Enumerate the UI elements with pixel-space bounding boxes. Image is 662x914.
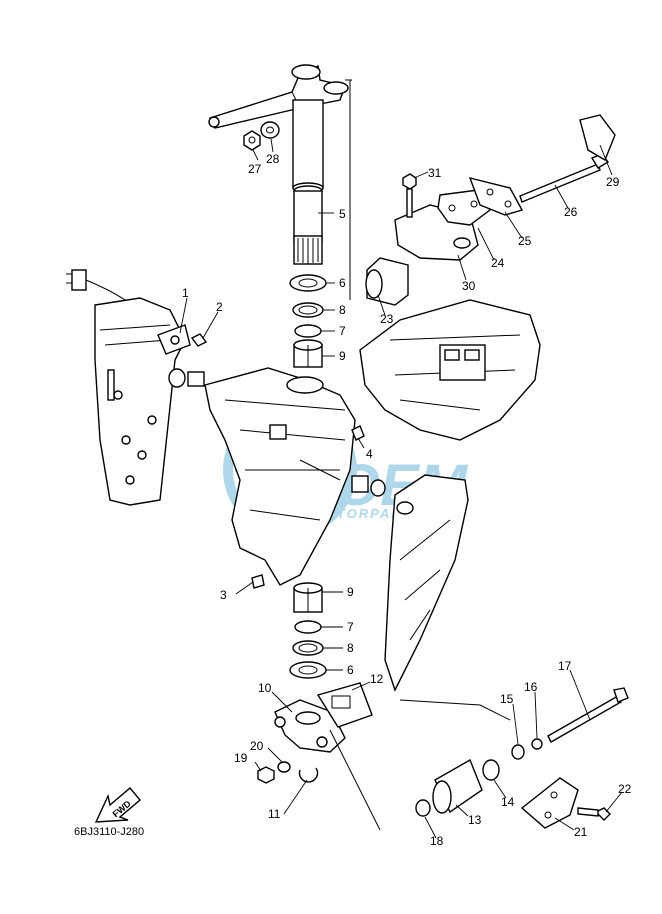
callout-31: 31 [428, 166, 442, 180]
callout-10: 10 [258, 681, 272, 695]
bolt-31 [402, 173, 417, 218]
callout-30: 30 [462, 279, 476, 293]
clamp-bracket-right [384, 474, 469, 692]
callout-17: 17 [558, 659, 572, 673]
pivot-bushing-right [351, 475, 386, 497]
callout-13: 13 [468, 813, 482, 827]
callout-5: 5 [339, 207, 346, 221]
bracket-plate-25 [468, 176, 524, 216]
callout-11: 11 [268, 807, 281, 821]
plate-1 [157, 324, 191, 355]
spacer-pair-left [168, 368, 205, 388]
bolt-2 [190, 333, 208, 347]
callout-25: 25 [518, 234, 532, 248]
callout-28: 28 [266, 152, 280, 166]
washer-15 [511, 744, 525, 760]
washer-14 [482, 759, 500, 781]
callout-14: 14 [501, 795, 515, 809]
callout-2: 2 [216, 300, 223, 314]
callout-24: 24 [491, 256, 505, 270]
washer-8-upper [292, 302, 324, 318]
callout-8-upper: 8 [339, 303, 346, 317]
fwd-arrow: FWD [94, 787, 141, 823]
callout-19: 19 [234, 751, 248, 765]
callout-29: 29 [606, 175, 620, 189]
callout-26: 26 [564, 205, 578, 219]
callout-4: 4 [366, 447, 373, 461]
grease-nipple-4 [351, 425, 365, 441]
bushing-9-lower [293, 582, 323, 613]
washer-28 [260, 121, 280, 139]
nut-27 [243, 130, 261, 151]
callout-7-lower: 7 [347, 620, 354, 634]
callout-18: 18 [430, 834, 444, 848]
steering-arm [208, 64, 349, 129]
o-ring-7-upper [294, 324, 322, 338]
screw-3 [251, 574, 265, 589]
wire-connector [66, 269, 126, 301]
callout-7-upper: 7 [339, 324, 346, 338]
mount-rubber-13 [432, 758, 483, 814]
callout-1: 1 [182, 286, 189, 300]
callout-3: 3 [220, 588, 227, 602]
figure-code: 6BJ3110-J280 [74, 826, 144, 838]
washer-8-lower [292, 640, 324, 656]
nut-19 [257, 766, 275, 784]
bushing-9-upper [293, 339, 323, 368]
mount-rubber-23 [365, 257, 409, 306]
callout-8-lower: 8 [347, 641, 354, 655]
callout-15: 15 [500, 692, 514, 706]
callout-22: 22 [618, 782, 632, 796]
lower-casing-outline [329, 699, 511, 831]
callout-9-lower: 9 [347, 585, 354, 599]
callout-27: 27 [248, 162, 262, 176]
callout-9-upper: 9 [339, 349, 346, 363]
washer-20 [277, 761, 291, 773]
cover-21 [520, 777, 579, 829]
callout-21: 21 [574, 825, 588, 839]
washer-18 [415, 799, 431, 817]
callout-23: 23 [380, 312, 394, 326]
swivel-bracket [204, 367, 356, 586]
washer-16 [531, 738, 543, 750]
assembly-guide-line [345, 79, 352, 300]
callout-6-lower: 6 [347, 663, 354, 677]
bolt-26 [519, 153, 610, 203]
callout-12: 12 [370, 672, 384, 686]
steering-shaft-5 [293, 185, 323, 265]
callout-6-upper: 6 [339, 276, 346, 290]
leader-lines [179, 138, 623, 839]
washer-6-upper [289, 274, 327, 292]
washer-6-lower [289, 661, 327, 679]
callout-16: 16 [524, 680, 538, 694]
upper-mount-housing [359, 299, 541, 441]
bracket-29 [579, 114, 616, 162]
circlip-11 [298, 767, 319, 783]
plate-12 [316, 682, 373, 728]
bolt-17 [547, 687, 629, 743]
lower-mount-bracket-10 [274, 699, 346, 753]
callout-labels: 1 2 3 4 5 6 6 7 7 8 8 9 9 10 11 12 13 14… [182, 152, 632, 848]
steering-shaft-upper [292, 99, 324, 194]
o-ring-7-lower [294, 620, 322, 634]
callout-20: 20 [250, 739, 264, 753]
clamp-bracket-left [94, 297, 186, 506]
bolt-22 [577, 807, 611, 821]
